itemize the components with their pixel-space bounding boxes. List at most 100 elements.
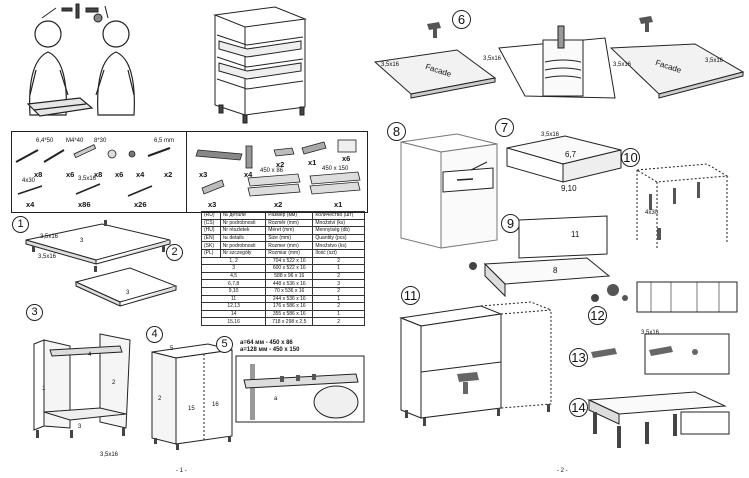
panel-number: 2	[158, 396, 162, 402]
step-number: 6	[452, 10, 471, 29]
part-label: 8*30	[94, 138, 107, 144]
page-number: - 1 -	[176, 468, 187, 474]
table-cell: 2	[312, 302, 365, 311]
screw-callout: 3,5x16	[541, 132, 560, 138]
table-cell: 2	[312, 256, 365, 266]
table-header-cell: Rozmiar (mm)	[265, 248, 314, 258]
step-number: 13	[569, 348, 588, 367]
part-qty: x4	[26, 200, 35, 209]
table-cell: 1	[312, 264, 365, 273]
step-number: 4	[146, 326, 163, 343]
step10-dowel-detail	[635, 163, 729, 250]
panel-number: 11	[571, 230, 580, 239]
screw-callout: 3,5x16	[483, 56, 502, 62]
table-cell: 2	[312, 317, 365, 326]
tools-icon	[41, 3, 109, 23]
part-qty: x1	[308, 158, 317, 167]
table-header-cell: № details	[219, 233, 267, 243]
step-number: 3	[26, 304, 43, 321]
step4-cabinet-illustration	[151, 343, 233, 450]
step-number: 7	[495, 118, 514, 137]
hardware-icons	[15, 139, 361, 197]
part-qty: x2	[164, 170, 173, 179]
table-header-cell: № детали	[219, 211, 267, 220]
part-label: 6,5 mm	[154, 138, 175, 144]
table-cell: 9,10	[200, 286, 267, 296]
table-header-cell: Size (mm)	[265, 233, 314, 243]
step7-drawer-box	[506, 135, 622, 183]
panel-number: 5	[170, 346, 174, 352]
part-qty: x6	[66, 170, 75, 179]
table-header-cell: Množství (ks)	[312, 218, 365, 228]
part-qty: x3	[199, 170, 208, 179]
part-qty: x86	[78, 200, 91, 209]
table-header-cell: Nr részletek	[219, 226, 267, 235]
table-header-cell: Rozměr (mm)	[265, 218, 314, 228]
table-cell: 448 x 536 x 16	[265, 279, 314, 288]
table-cell: 1	[312, 294, 365, 304]
panel-number: 4	[88, 352, 92, 358]
step3-carcass-illustration	[33, 333, 131, 438]
table-cell: 11	[200, 294, 267, 304]
table-header-cell: Quantity (pcs)	[312, 233, 365, 243]
table-header-cell: (PL)	[201, 248, 221, 258]
table-cell: 14	[200, 309, 267, 319]
panel-number: 3	[78, 424, 82, 430]
table-header-cell: (EN)	[201, 233, 221, 243]
table-header-cell: Méret (mm)	[265, 226, 314, 235]
table-header-cell: Množstvo (ks)	[312, 241, 365, 250]
page-number: - 2 -	[557, 468, 568, 474]
slide-info-1: a=64 мм - 450 x 86	[240, 340, 293, 346]
table-cell: 1	[312, 309, 365, 319]
step13-hinge-install	[591, 333, 730, 375]
panel-number: 15	[188, 406, 195, 412]
table-header-cell: (SK)	[201, 241, 221, 250]
step9-drawer-assembly	[469, 215, 611, 302]
step11-cabinet-door	[399, 301, 552, 426]
step-number: 8	[387, 122, 406, 141]
part-qty: x2	[276, 160, 285, 169]
step14-legs-install	[587, 391, 730, 448]
table-header-cell: (RU)	[201, 211, 221, 220]
screw-callout: 3,5x16	[40, 234, 59, 240]
screw-callout: 3,5x16	[38, 254, 57, 260]
step-number: 12	[588, 306, 607, 325]
table-cell: 15,16	[200, 317, 267, 326]
left-page: 6,4*50 M4*40 8*30 6,5 mm x8 x6 x8 x6 x4 …	[0, 0, 374, 478]
panel-number: 2	[112, 380, 116, 386]
part-qty: x3	[208, 200, 217, 209]
step-number: 5	[216, 336, 233, 353]
cabinet-frame-illustration	[213, 6, 307, 124]
table-header-cell: Размер (мм)	[265, 211, 314, 220]
panel-number: 3	[126, 290, 130, 296]
table-header-cell: Nr podrobnosti	[219, 218, 267, 228]
part-label: M4*40	[66, 138, 84, 144]
table-cell: 3	[312, 279, 365, 288]
table-cell: 1, 2	[200, 256, 267, 266]
part-label: 450 x 150	[322, 166, 349, 172]
table-header-cell: (CS)	[201, 218, 221, 228]
slide-a-label: a	[274, 396, 278, 402]
table-cell: 6,7,8	[200, 279, 267, 288]
part-qty: x8	[34, 170, 43, 179]
part-qty: x1	[334, 200, 343, 209]
table-cell: 2	[312, 271, 365, 281]
step8-cabinet-drawer	[400, 133, 498, 249]
part-label: 4x30	[22, 178, 36, 184]
screw-callout: 3,5x16	[100, 452, 119, 458]
step2-panel-illustration	[74, 267, 178, 307]
table-cell: 3	[200, 264, 267, 273]
